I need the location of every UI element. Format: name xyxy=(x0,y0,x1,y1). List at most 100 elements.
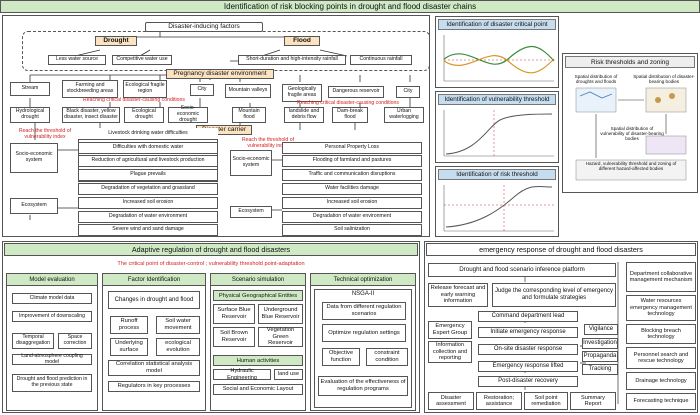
disaster-factors-label: Disaster-inducing factors xyxy=(145,22,263,32)
landslide-debris: landslide and debris flow xyxy=(284,107,324,123)
adaptive-title: Adaptive regulation of drought and flood… xyxy=(4,243,418,256)
propaganda: Propaganda xyxy=(582,351,618,362)
human-activities-header: Human activities xyxy=(213,355,303,366)
emergency-response-lifted: Emergency response lifted xyxy=(478,361,578,372)
reach-critical-left: Reaching critical disaster-causing condi… xyxy=(82,97,186,103)
env-eco-fragile: Ecological fragile region xyxy=(123,80,167,98)
surface-blue-reservoir: Surface Blue Reservoir xyxy=(213,304,255,324)
risk-threshold-title: Identification of risk threshold xyxy=(438,169,556,180)
correlation-model: Correlation statistical analysis model xyxy=(108,360,200,376)
continuous-rainfall: Continuous rainfall xyxy=(350,55,412,65)
black-yellow-insect: Black disaster, yellow disaster, insect … xyxy=(62,107,120,123)
hydrological-drought: Hydrological drought xyxy=(10,107,50,123)
tech-item: Forecasting technique xyxy=(626,393,696,410)
reach-critical-right: Reaching critical disaster-causing condi… xyxy=(296,100,400,106)
mountain-flood: Mountain flood xyxy=(232,107,266,123)
tech-item: Department collaborative management mech… xyxy=(626,262,696,292)
land-use: land use xyxy=(274,369,303,380)
factor-header: Factor Identification xyxy=(103,274,205,286)
physical-geo-header: Physical Geographical Entities xyxy=(213,290,303,301)
recovery-item: Disaster assessment xyxy=(428,392,474,410)
emergency-panel xyxy=(424,241,698,413)
less-water-source: Less water source xyxy=(48,55,106,65)
model-eval-header: Model evaluation xyxy=(7,274,97,286)
competitive-water-use: Competitive water use xyxy=(112,55,172,65)
nsga-frame xyxy=(314,289,412,408)
evaluation-effectiveness: Evaluation of the effectiveness of regul… xyxy=(318,376,408,396)
ecosystem-left: Ecosystem xyxy=(10,198,58,214)
socio-system-left: Socio-economic system xyxy=(10,143,58,173)
drought-flood-prediction: Drought and flood prediction in the prev… xyxy=(12,374,92,392)
env-city-left: City xyxy=(190,84,214,96)
left-socio-item: Plague prevails xyxy=(78,169,218,181)
tech-item: Personnel search and rescue technology xyxy=(626,347,696,369)
space-correction: Space correction xyxy=(58,333,92,349)
downscaling: Improvement of downscaling xyxy=(12,311,92,322)
information-collection: Information collection and reporting xyxy=(428,341,472,363)
right-eco-item: Degradation of water environment xyxy=(282,211,422,223)
dam-break-flood: Dam-break flood xyxy=(332,107,368,123)
vegetation-green-reservoir: Vegetation Green Reservoir xyxy=(258,327,303,347)
env-dangerous-reservoir: Dangerous reservoir xyxy=(328,86,384,98)
underlying-surface: Underlying surface xyxy=(110,338,148,356)
nsga-label: NSGA-II xyxy=(351,291,375,297)
judge-emergency-level: Judge the corresponding level of emergen… xyxy=(492,283,616,307)
technical-column xyxy=(310,273,416,411)
runoff-process: Runoff process xyxy=(110,316,148,334)
critical-point-graph xyxy=(443,35,555,82)
env-mountain-valleys: Mountain valleys xyxy=(225,84,271,98)
vigilance: Vigilance xyxy=(584,324,618,335)
right-socio-item: Flooding of farmland and pastures xyxy=(282,155,422,167)
vulnerability-panel: Identification of vulnerability threshol… xyxy=(435,91,559,163)
adaptive-panel xyxy=(2,241,420,413)
tech-item: Drainage technology xyxy=(626,372,696,390)
zoning-maps xyxy=(575,87,687,181)
tech-item: Blocking breach technology xyxy=(626,324,696,344)
recovery-item: Soil point remediation xyxy=(524,392,568,410)
technical-header: Technical optimization xyxy=(311,274,415,286)
short-rainfall: Short-duration and high-intensity rainfa… xyxy=(238,55,346,65)
emergency-title: emergency response of drought and flood … xyxy=(426,243,696,256)
env-city-right: City xyxy=(396,86,420,98)
env-farming: Farming and stockbreeding areas xyxy=(62,80,118,98)
factor-column xyxy=(102,273,206,411)
left-socio-item: Livestock drinking water difficulties xyxy=(78,128,218,140)
left-eco-item: Degradation of water environment xyxy=(78,211,218,223)
spatial-drought-label: Spatial distribution of droughts and flo… xyxy=(574,74,618,84)
recovery-item: Restoration; assistance xyxy=(476,392,522,410)
soil-water-movement: Soil water movement xyxy=(156,316,200,334)
right-eco-item: Soil salinization xyxy=(282,224,422,236)
changes-drought-flood: Changes in drought and flood xyxy=(108,291,200,309)
initiate-emergency-response: Initiate emergency response xyxy=(478,327,578,338)
hydraulic-engineering: Hydraulic Engineering xyxy=(213,368,271,381)
temporal-disaggregation: Temporal disaggregation xyxy=(12,333,54,349)
hazard-zoning-label: Hazard, vulnerability threshold and zoni… xyxy=(585,161,677,171)
drought-label: Drought xyxy=(95,36,137,46)
scenario-header: Scenario simulation xyxy=(211,274,305,286)
ecological-drought: Ecological drought xyxy=(124,107,164,123)
scenario-inference-platform: Drought and flood scenario inference pla… xyxy=(428,263,616,277)
env-stream: Stream xyxy=(10,82,50,96)
adaptive-subtitle: The critical point of disaster-control ;… xyxy=(117,261,305,267)
emergency-expert-group: Emergency Expert Group xyxy=(428,321,472,339)
constraint-condition: constraint condition xyxy=(366,348,408,366)
underground-blue-reservoir: Underground Blue Reservoir xyxy=(258,304,303,324)
left-socio-item: Difficulties with domestic water xyxy=(78,142,218,154)
critical-point-panel: Identification of disaster critical poin… xyxy=(435,16,559,88)
objective-function: Objective function xyxy=(322,348,360,366)
left-eco-item: Degradation of vegetation and grassland xyxy=(78,183,218,195)
left-eco-item: Severe wind and sand damage xyxy=(78,224,218,236)
left-eco-item: Increased soil erosion xyxy=(78,197,218,209)
climate-data: Climate model data xyxy=(12,293,92,304)
flood-label: Flood xyxy=(284,36,320,46)
risk-threshold-panel: Identification of risk threshold xyxy=(435,166,559,237)
thresholds-zoning-panel: Risk thresholds and zoning Spatial distr… xyxy=(562,53,698,193)
reach-threshold-right: Reach the threshold of vulnerability ind… xyxy=(241,137,295,149)
critical-point-title: Identification of disaster critical poin… xyxy=(438,19,556,30)
ecosystem-right: Ecosystem xyxy=(230,206,272,218)
social-economic-layout: Social and Economic Layout xyxy=(213,384,303,395)
model-eval-column xyxy=(6,273,98,411)
chain-frame xyxy=(2,15,430,237)
investigation: Investigation xyxy=(582,338,618,349)
socio-system-right: Socio-economic system xyxy=(230,150,272,176)
